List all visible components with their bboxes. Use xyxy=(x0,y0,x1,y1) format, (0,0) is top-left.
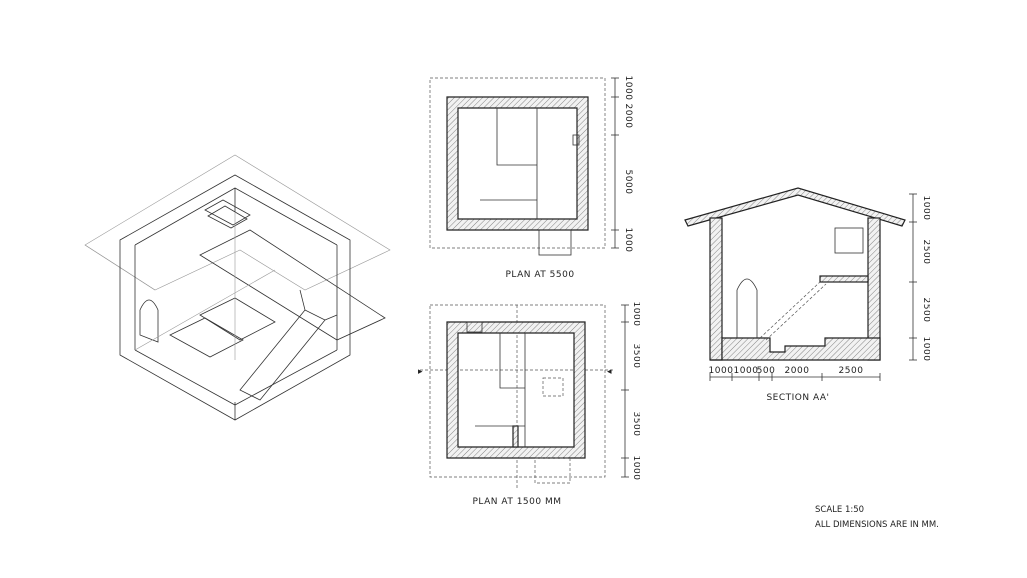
plan-upper-dim-3: 5000 xyxy=(623,170,633,195)
plan-lower-title: PLAN AT 1500 MM xyxy=(472,497,561,507)
section-vdim-1: 1000 xyxy=(921,196,930,221)
plan-lower-dim-1: 1000 xyxy=(631,302,640,327)
plan-lower-dim-2: 3500 xyxy=(631,344,640,369)
section-aa: 1000 2500 2500 1000 1000 1000 500 2000 2… xyxy=(684,187,930,403)
plan-upper-title: PLAN AT 5500 xyxy=(505,270,574,280)
plan-lower-dim-3: 3500 xyxy=(631,412,640,437)
plan-upper-dim-1: 1000 xyxy=(623,76,633,101)
plan-upper-dim-ticks xyxy=(611,77,619,249)
section-hdim-1: 1000 xyxy=(709,366,734,376)
section-hdim-ticks xyxy=(709,373,881,381)
section-vdim-4: 1000 xyxy=(921,337,930,362)
section-vdim-ticks xyxy=(909,193,917,361)
section-title: SECTION AA' xyxy=(766,393,829,403)
plan-upper-dim-4: 1000 xyxy=(623,228,633,253)
scale-note: SCALE 1:50 xyxy=(815,505,865,515)
plan-lower-dim-4: 1000 xyxy=(631,456,640,481)
section-mark-a-prime: ◂ xyxy=(607,367,612,377)
section-hdim-4: 2000 xyxy=(785,366,810,376)
drawing-notes: SCALE 1:50 ALL DIMENSIONS ARE IN MM. xyxy=(815,503,939,533)
section-hdim-2: 1000 xyxy=(734,366,759,376)
plan-upper: 1000 2000 5000 1000 PLAN AT 5500 xyxy=(429,76,633,280)
isometric-view xyxy=(84,154,391,421)
plan-lower: ▸ ◂ 1000 3500 3500 1000 PLAN AT 1500 MM xyxy=(418,302,640,507)
section-hdim-3: 500 xyxy=(757,366,776,376)
section-vdim-3: 2500 xyxy=(921,298,930,323)
plan-lower-dim-ticks xyxy=(621,304,629,478)
section-mark-a: ▸ xyxy=(418,367,423,377)
plan-upper-dim-2: 2000 xyxy=(623,104,633,129)
section-hdim-5: 2500 xyxy=(839,366,864,376)
section-vdim-2: 2500 xyxy=(921,240,930,265)
dimensions-note: ALL DIMENSIONS ARE IN MM. xyxy=(815,520,939,530)
